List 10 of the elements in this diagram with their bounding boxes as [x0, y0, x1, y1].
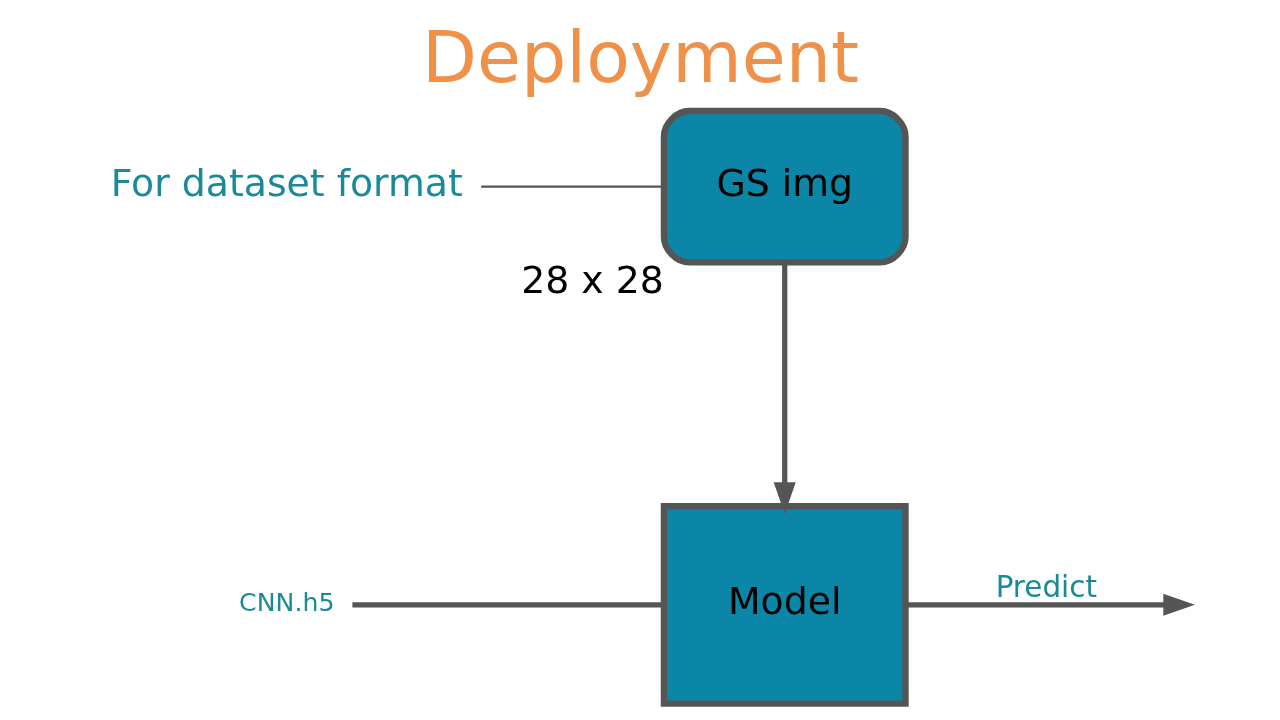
node-text: CNN.h5 — [238, 588, 334, 618]
node-box: Model — [660, 502, 909, 707]
edge-label: Predict — [995, 569, 1097, 604]
node-text: For dataset format — [110, 160, 463, 205]
connector — [480, 185, 664, 188]
connector — [351, 602, 664, 608]
arrow — [905, 593, 1195, 616]
diagram-title: Deployment — [421, 16, 859, 100]
node-box: GS img — [660, 107, 909, 266]
arrow — [773, 262, 796, 514]
